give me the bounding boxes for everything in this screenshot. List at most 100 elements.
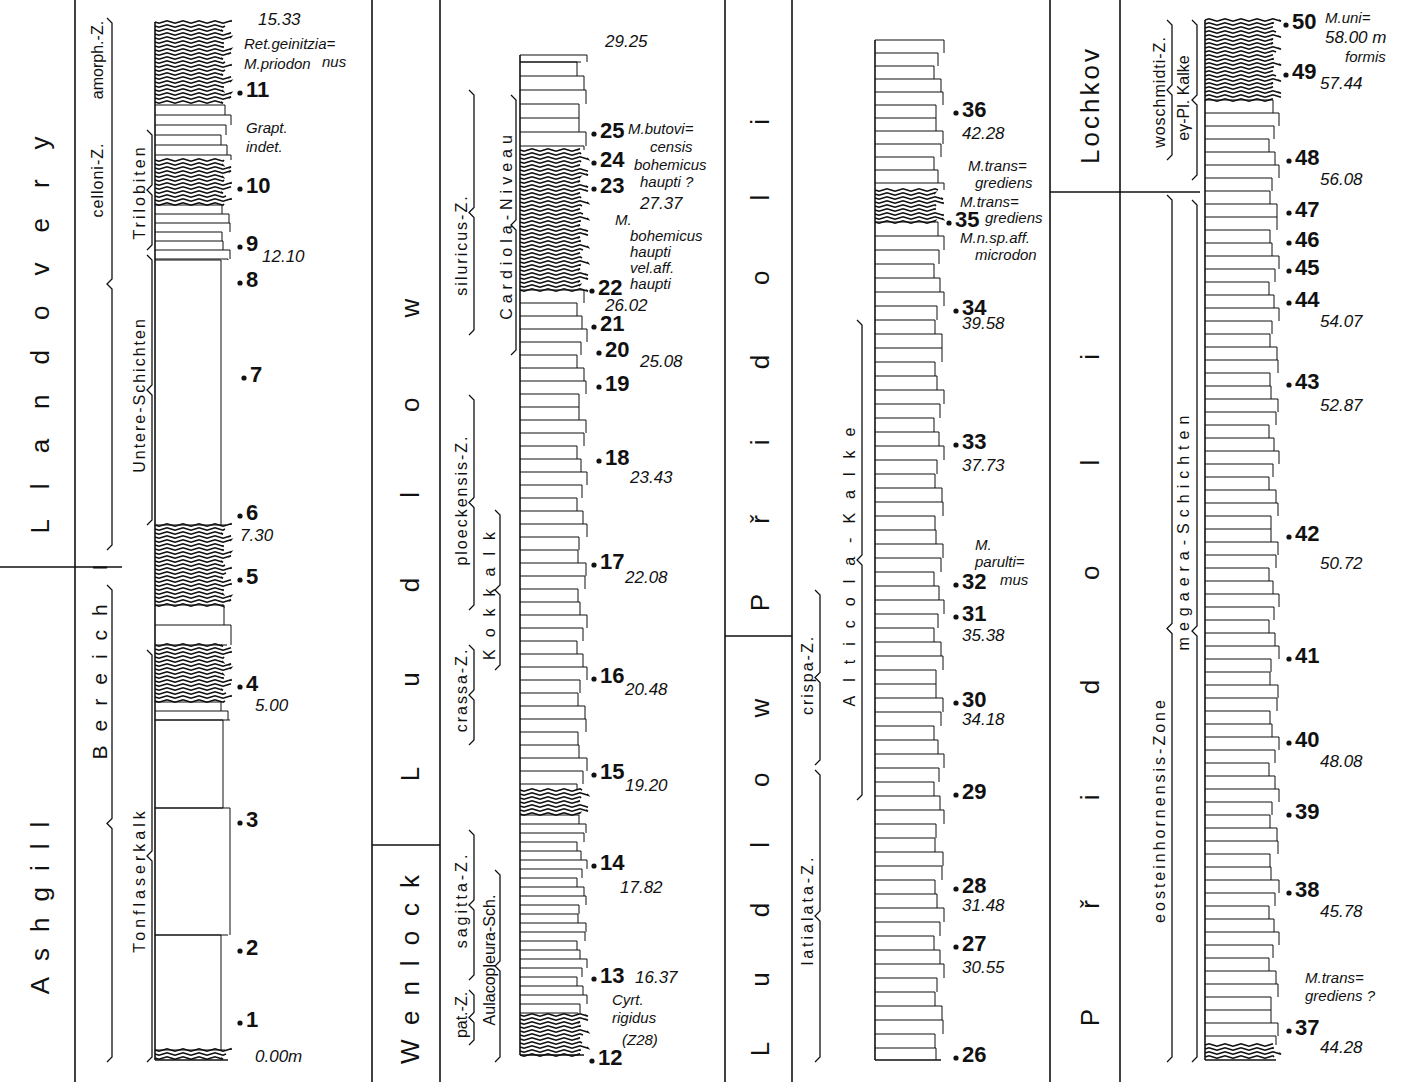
bed-edge — [943, 131, 944, 144]
bed-boundary — [155, 222, 230, 223]
shale-layer — [155, 552, 231, 554]
sample-number: 30 — [962, 688, 986, 712]
bed-boundary — [520, 931, 585, 932]
bed-boundary — [155, 644, 227, 645]
zone-bracket — [107, 18, 112, 550]
shale-layer — [155, 199, 231, 201]
bed-boundary — [875, 543, 943, 544]
bed-edge — [587, 329, 588, 342]
shale-layer — [520, 149, 580, 151]
shale-layer — [155, 564, 225, 566]
zone-label: Cardiola-Niveau — [498, 130, 516, 320]
bed-boundary — [1205, 203, 1277, 204]
bed-edge — [934, 572, 935, 586]
bed-boundary — [520, 393, 579, 394]
bed-boundary — [875, 473, 935, 474]
bed-edge — [943, 502, 944, 516]
bed-edge — [1275, 269, 1276, 282]
sample-number: 28 — [962, 874, 986, 898]
height-label: 54.07 — [1320, 313, 1363, 332]
bed-boundary — [520, 783, 577, 784]
fossil-label: M.trans= — [968, 158, 1027, 175]
height-label: 0.00m — [255, 1048, 302, 1067]
bed-boundary — [875, 921, 940, 922]
shale-layer — [1205, 31, 1276, 33]
shale-layer — [1205, 19, 1281, 21]
shale-layer — [155, 61, 225, 63]
bed-edge — [1271, 516, 1272, 529]
height-label: 30.55 — [962, 959, 1005, 978]
bed-boundary — [1205, 996, 1271, 997]
bed-boundary — [520, 588, 578, 589]
bed-edge — [934, 418, 935, 432]
bed-boundary — [1205, 294, 1274, 295]
sample-dot — [953, 308, 958, 313]
fossil-label: grediens — [975, 175, 1033, 192]
bed-edge — [579, 905, 580, 914]
bed-edge — [587, 55, 588, 62]
bed-edge — [231, 625, 232, 645]
fossil-label: rigidus — [612, 1010, 656, 1027]
bed-boundary — [1205, 827, 1277, 828]
bed-boundary — [155, 231, 222, 232]
shale-layer — [155, 97, 231, 99]
bed-edge — [1276, 412, 1277, 425]
height-label: 5.00 — [255, 697, 288, 716]
sample-number: 11 — [246, 78, 269, 102]
fossil-label: mus — [1000, 572, 1028, 589]
shale-layer — [1205, 91, 1281, 93]
bed-boundary — [520, 497, 577, 498]
bed-edge — [221, 135, 222, 145]
bed-edge — [1270, 672, 1271, 685]
shale-layer — [155, 588, 223, 590]
sample-number: 2 — [246, 936, 258, 960]
bed-boundary — [520, 653, 583, 654]
height-label: 25.08 — [640, 353, 683, 372]
bed-edge — [578, 589, 579, 602]
bed-boundary — [875, 221, 938, 222]
bed-edge — [583, 511, 584, 524]
bed-edge — [1279, 646, 1280, 659]
bed-edge — [577, 941, 578, 950]
sample-dot — [237, 684, 242, 689]
bed-boundary — [1205, 580, 1273, 581]
bed-boundary — [1205, 151, 1275, 152]
zone-bracket — [1192, 200, 1197, 1062]
fossil-label: vel.aff. — [630, 260, 674, 277]
bed-edge — [223, 720, 224, 808]
bed-edge — [939, 586, 940, 600]
bed-boundary — [1205, 476, 1269, 477]
shale-layer — [520, 249, 583, 251]
bed-edge — [221, 260, 222, 525]
bed-boundary — [520, 471, 587, 472]
bed-boundary — [875, 781, 934, 782]
shale-layer — [520, 277, 588, 279]
bed-edge — [586, 420, 587, 433]
bed-edge — [1274, 607, 1275, 620]
bed-boundary — [1205, 528, 1271, 529]
bed-edge — [577, 878, 578, 887]
bed-edge — [1269, 763, 1270, 776]
bed-boundary — [875, 417, 934, 418]
sample-dot — [953, 110, 958, 115]
sample-dot — [596, 350, 601, 355]
sample-dot — [1283, 22, 1288, 27]
shale-layer — [520, 1030, 588, 1032]
shale-layer — [155, 696, 231, 698]
bed-edge — [1269, 282, 1270, 295]
bed-edge — [1271, 529, 1272, 542]
bed-boundary — [520, 523, 587, 524]
column-base — [875, 1059, 941, 1061]
sample-number: 32 — [962, 570, 986, 594]
shale-layer — [520, 153, 581, 155]
bed-edge — [939, 250, 940, 264]
sample-number: 39 — [1295, 800, 1319, 824]
sample-dot — [237, 948, 242, 953]
bed-edge — [222, 205, 223, 214]
sample-number: 41 — [1295, 644, 1319, 668]
shale-layer — [1205, 71, 1273, 73]
shale-layer — [1205, 39, 1273, 41]
bed-edge — [581, 459, 582, 472]
height-label: 20.48 — [625, 681, 668, 700]
